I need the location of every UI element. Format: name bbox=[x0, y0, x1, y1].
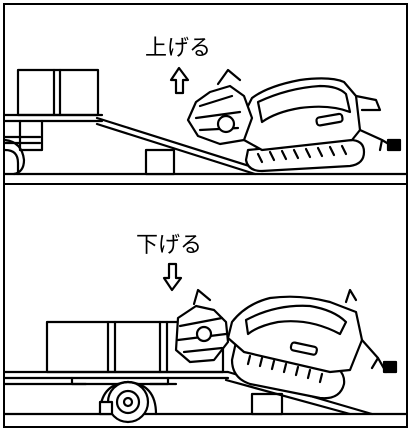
support-block bbox=[100, 402, 112, 414]
up-arrow-icon bbox=[171, 68, 188, 93]
crawler-machine bbox=[176, 290, 396, 398]
top-panel bbox=[5, 68, 406, 174]
down-arrow-icon bbox=[164, 264, 181, 290]
bottom-panel bbox=[5, 264, 406, 422]
support-block bbox=[146, 150, 174, 174]
truck-bed bbox=[5, 70, 102, 174]
wheel bbox=[5, 140, 24, 174]
support-block bbox=[252, 394, 282, 414]
